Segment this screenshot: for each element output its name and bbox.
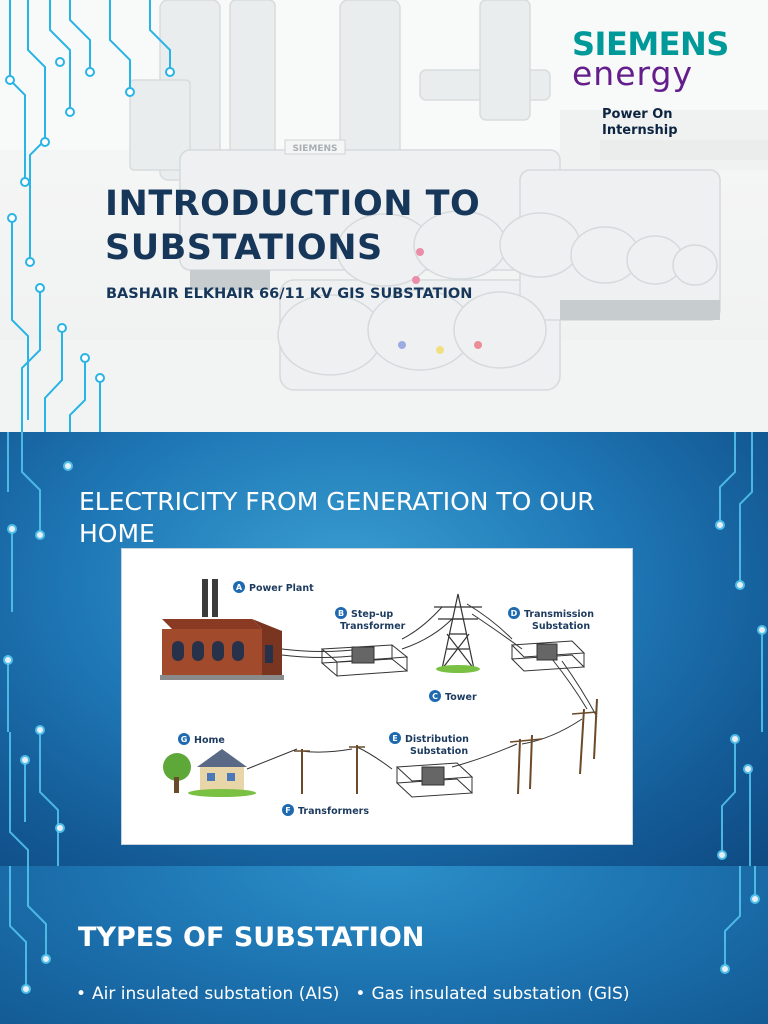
label-letter: B: [338, 609, 344, 618]
bullet-text: Gas insulated substation (GIS): [371, 984, 630, 1004]
bullet-text: Air insulated substation (AIS): [92, 984, 340, 1004]
label-transformers: Transformers: [298, 806, 369, 817]
label-letter: A: [236, 583, 243, 592]
title-line: ELECTRICITY FROM GENERATION TO OUR: [79, 487, 595, 516]
label-transmission: Transmission: [524, 609, 594, 620]
label-letter: C: [432, 692, 438, 701]
title-slide: SIEMENS INTRODUCTION TO: [0, 0, 768, 432]
logo-wordmark-top: SIEMENS: [572, 25, 729, 63]
home-icon: [163, 749, 256, 797]
title-line: SUBSTATIONS: [105, 228, 383, 268]
bullet-item: •Gas insulated substation (GIS): [355, 984, 630, 1004]
power-grid-diagram: A Power Plant B Step-up Transformer C To…: [121, 548, 633, 845]
power-grid-illustration: A Power Plant B Step-up Transformer C To…: [160, 579, 598, 817]
logo-wordmark-bottom: energy: [572, 54, 693, 93]
label-substation: Substation: [410, 746, 468, 757]
transmission-tower-icon: [434, 593, 482, 673]
label-substation: Substation: [532, 621, 590, 632]
tagline-line: Internship: [602, 123, 678, 138]
label-distribution: Distribution: [405, 734, 469, 745]
circuit-decoration-icon: [9, 866, 760, 994]
label-letter: D: [511, 609, 518, 618]
circuit-decoration-icon: [3, 432, 767, 866]
circuit-decoration-icon: [9, 0, 171, 432]
label-letter: E: [392, 734, 397, 743]
slide-title: INTRODUCTION TO SUBSTATIONS: [105, 182, 565, 270]
label-home: Home: [194, 735, 225, 746]
generation-slide: ELECTRICITY FROM GENERATION TO OUR HOME: [0, 432, 768, 866]
bullet-list: •Air insulated substation (AIS) •Gas ins…: [76, 984, 629, 1004]
slide-subtitle: BASHAIR ELKHAIR 66/11 KV GIS SUBSTATION: [106, 286, 473, 302]
title-line: HOME: [79, 519, 155, 548]
label-letter: F: [285, 806, 290, 815]
transmission-substation-icon: [510, 640, 586, 672]
equipment-label: SIEMENS: [292, 144, 337, 154]
label-power-plant: Power Plant: [249, 583, 314, 594]
gis-substation-photo: SIEMENS: [0, 0, 768, 432]
slide-title: ELECTRICITY FROM GENERATION TO OUR HOME: [79, 486, 719, 550]
power-plant-icon: [160, 579, 284, 680]
types-slide: TYPES OF SUBSTATION •Air insulated subst…: [0, 866, 768, 1024]
program-tagline: Power On Internship: [602, 107, 712, 139]
label-transformer: Transformer: [340, 621, 406, 632]
step-up-transformer-icon: [320, 644, 409, 677]
bullet-item: •Air insulated substation (AIS): [76, 984, 340, 1004]
label-step-up: Step-up: [351, 609, 393, 620]
label-letter: G: [181, 735, 188, 744]
siemens-energy-logo: SIEMENS energy: [572, 25, 758, 93]
label-tower: Tower: [445, 692, 477, 703]
distribution-substation-icon: [395, 762, 474, 798]
title-line: INTRODUCTION TO: [105, 184, 481, 224]
tagline-line: Power On: [602, 107, 673, 122]
slide-title: TYPES OF SUBSTATION: [78, 922, 425, 953]
